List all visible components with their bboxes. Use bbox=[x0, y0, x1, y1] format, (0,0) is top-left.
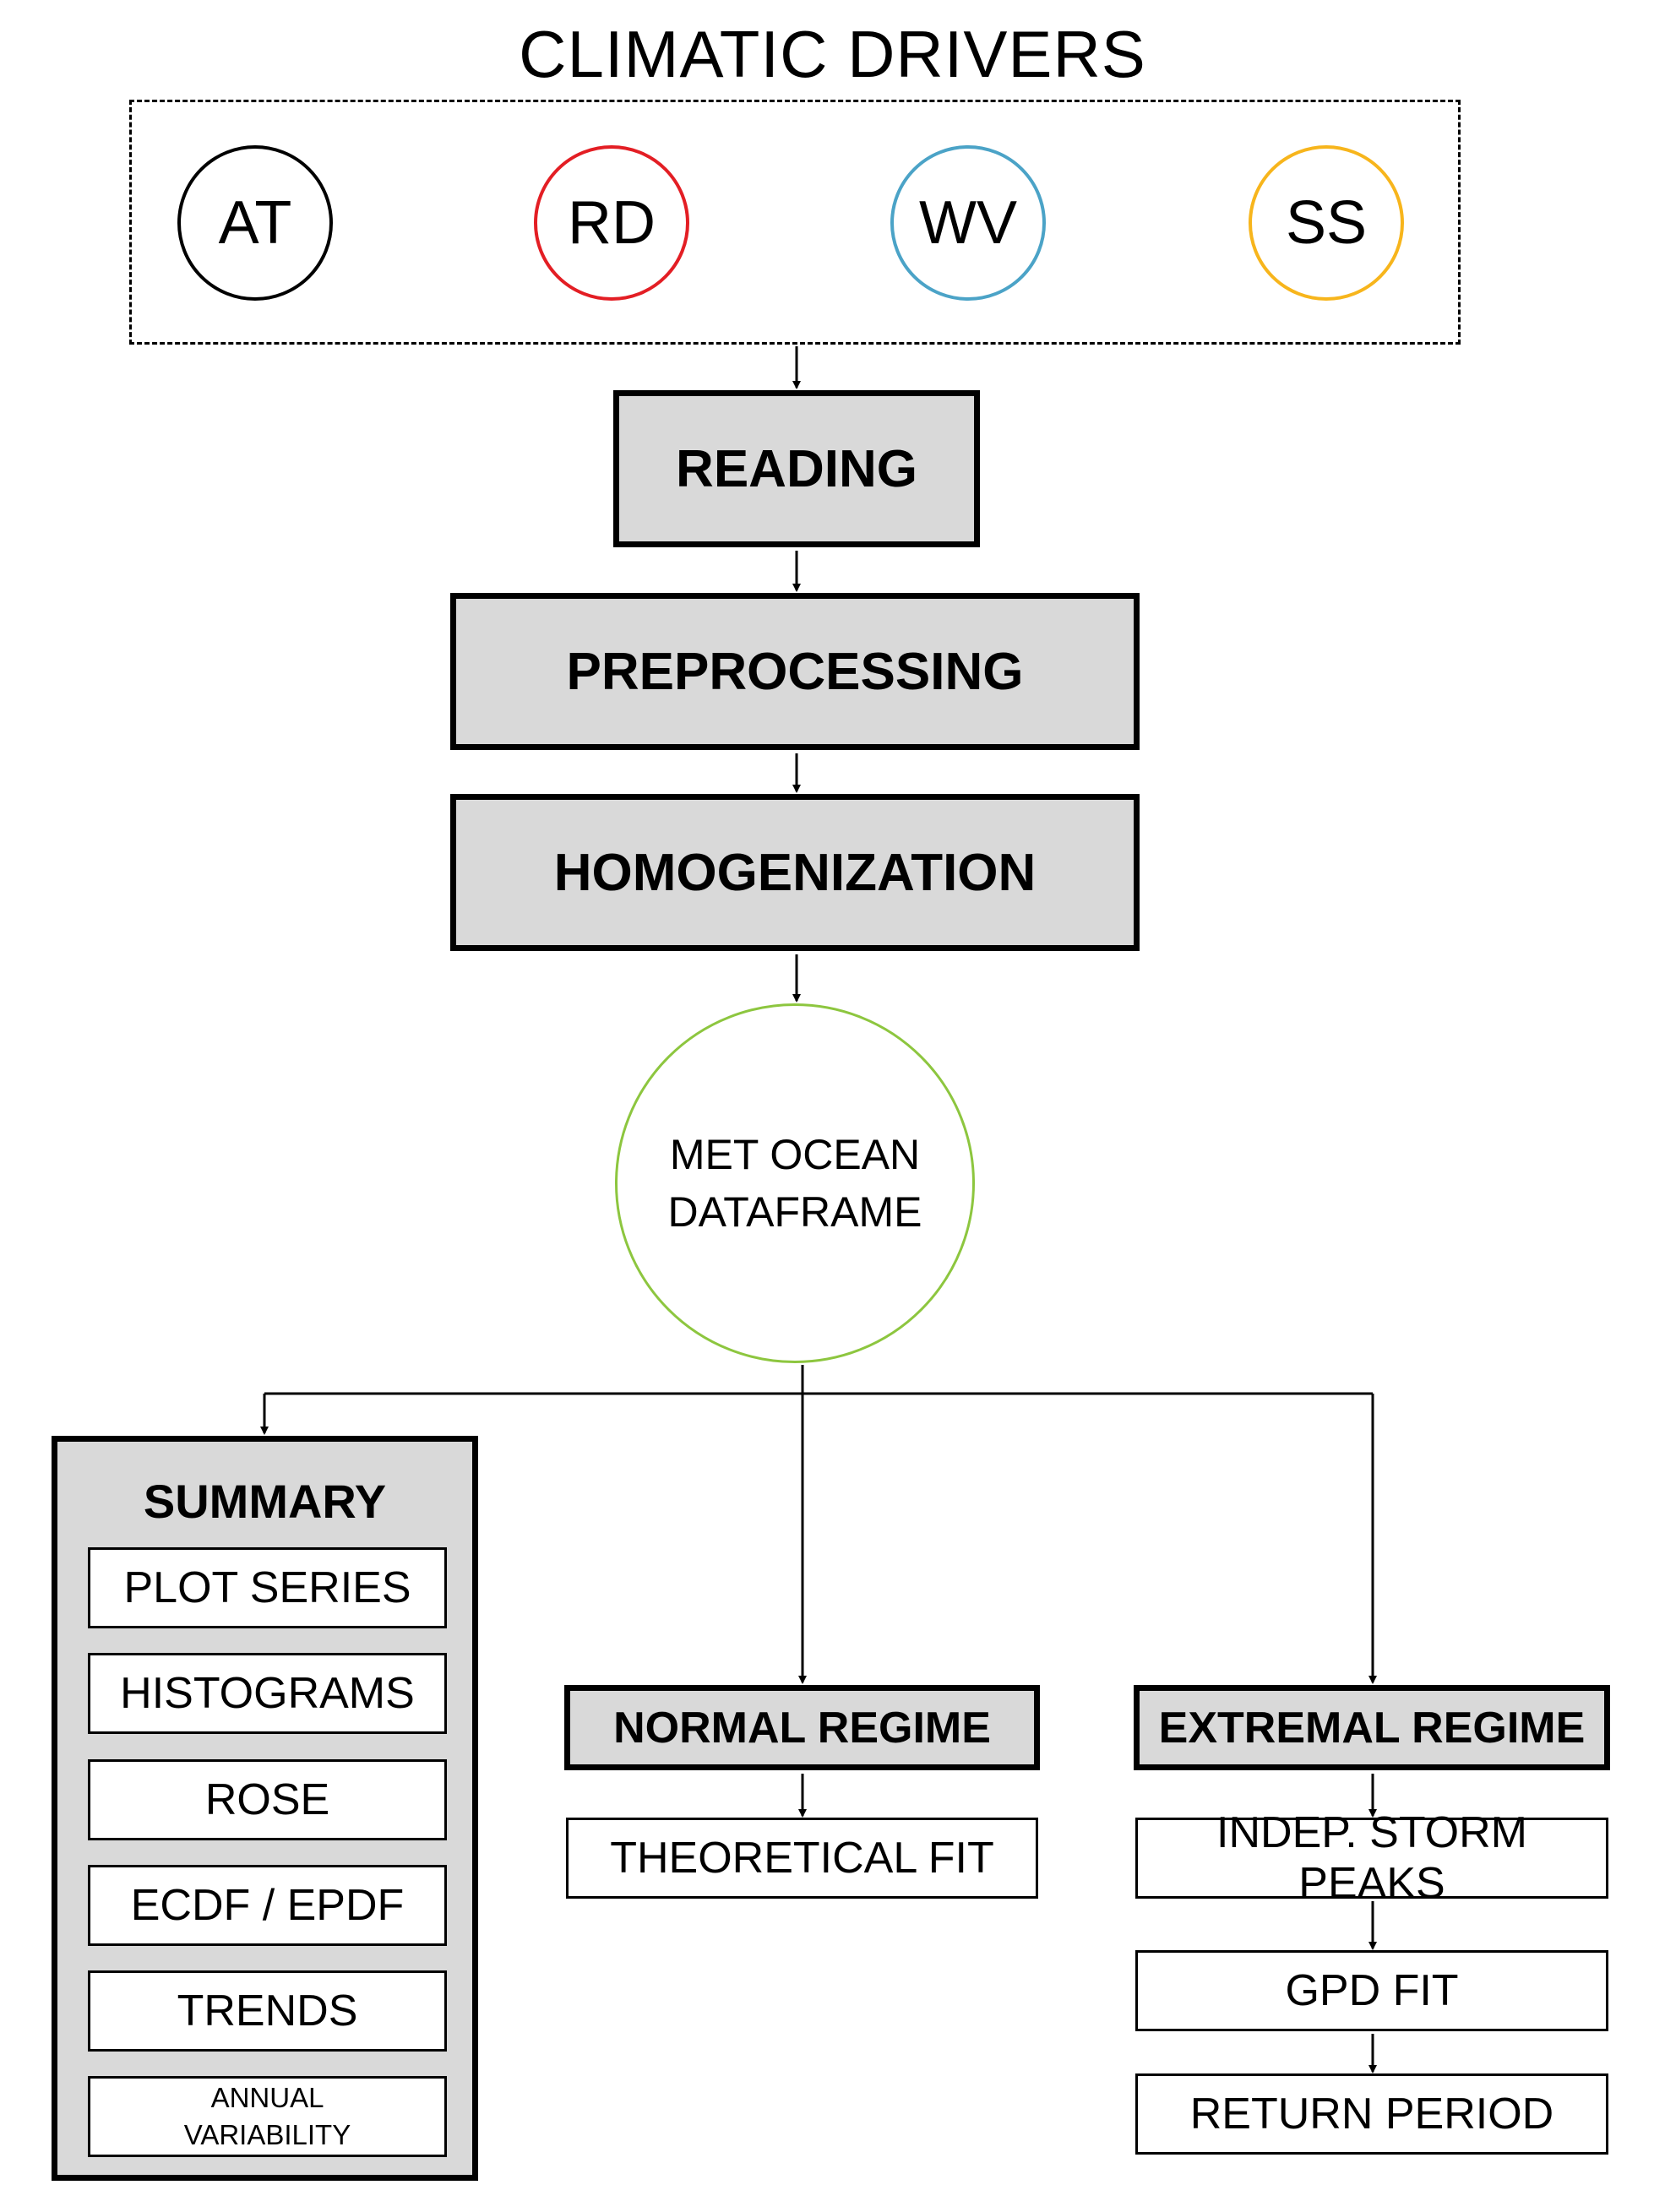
annual-variability-line-2: VARIABILITY bbox=[183, 2119, 351, 2150]
extremal-regime: EXTREMAL REGIME bbox=[1134, 1685, 1610, 1770]
driver-wv: WV bbox=[890, 145, 1046, 301]
summary-item-trends: TRENDS bbox=[88, 1970, 447, 2052]
stage-preprocessing: PREPROCESSING bbox=[450, 593, 1140, 750]
gpd-fit: GPD FIT bbox=[1135, 1950, 1608, 2031]
return-period: RETURN PERIOD bbox=[1135, 2073, 1608, 2155]
driver-at: AT bbox=[177, 145, 333, 301]
summary-title: SUMMARY bbox=[143, 1474, 387, 1528]
summary-item-plot-series: PLOT SERIES bbox=[88, 1547, 447, 1628]
summary-item-rose: ROSE bbox=[88, 1759, 447, 1840]
driver-rd: RD bbox=[534, 145, 689, 301]
summary-item-ecdf-epdf: ECDF / EPDF bbox=[88, 1865, 447, 1946]
stage-homogenization: HOMOGENIZATION bbox=[450, 794, 1140, 951]
summary-panel: SUMMARY PLOT SERIES HISTOGRAMS ROSE ECDF… bbox=[52, 1436, 478, 2181]
normal-regime: NORMAL REGIME bbox=[564, 1685, 1040, 1770]
summary-item-histograms: HISTOGRAMS bbox=[88, 1653, 447, 1734]
stage-reading: READING bbox=[613, 390, 980, 547]
dataframe-line-1: MET OCEAN bbox=[669, 1131, 921, 1178]
dataframe-line-2: DATAFRAME bbox=[667, 1188, 922, 1236]
diagram-title: CLIMATIC DRIVERS bbox=[519, 16, 1146, 91]
annual-variability-line-1: ANNUAL bbox=[210, 2082, 324, 2113]
climatic-drivers-group bbox=[129, 100, 1461, 345]
indep-storm-peaks: INDEP. STORM PEAKS bbox=[1135, 1808, 1608, 1908]
summary-item-annual-variability: ANNUAL VARIABILITY bbox=[88, 2076, 447, 2157]
theoretical-fit: THEORETICAL FIT bbox=[566, 1818, 1038, 1899]
driver-ss: SS bbox=[1249, 145, 1404, 301]
met-ocean-dataframe: MET OCEAN DATAFRAME bbox=[615, 1003, 975, 1363]
